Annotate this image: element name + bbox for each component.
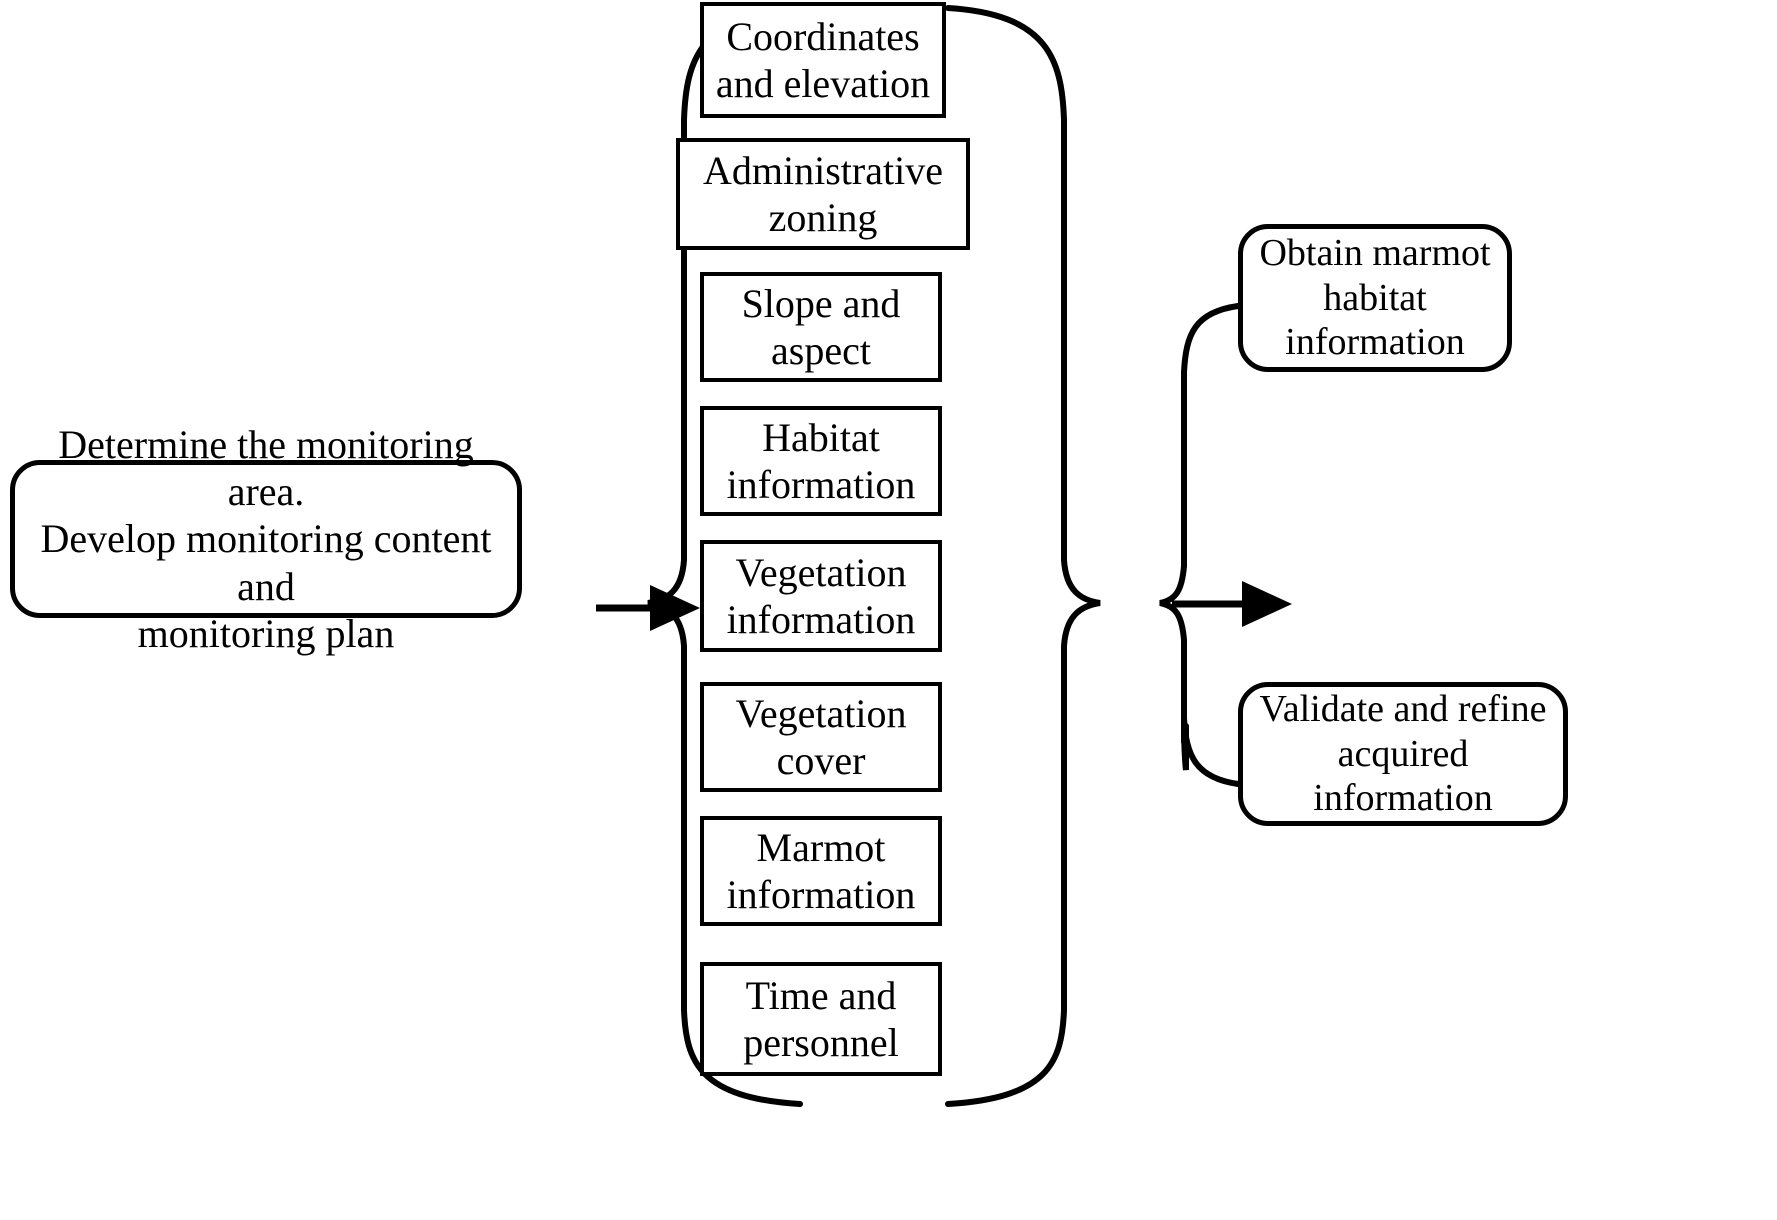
item-box-marmot-information[interactable]: Marmot information xyxy=(700,816,942,926)
item-box-vegetation-information[interactable]: Vegetation information xyxy=(700,540,942,652)
outcome-box-obtain-marmot-habitat-information[interactable]: Obtain marmot habitat information xyxy=(1238,224,1512,372)
outcome-box-validate-and-refine-acquired-information[interactable]: Validate and refine acquired information xyxy=(1238,682,1568,826)
outcome-brace-lower xyxy=(1181,637,1241,787)
right-brace xyxy=(945,5,1101,1107)
arrow-start-to-items xyxy=(596,585,700,631)
outcome-brace xyxy=(1159,303,1241,771)
start-box[interactable]: Determine the monitoring area. Develop m… xyxy=(10,422,522,656)
item-box-slope-and-aspect[interactable]: Slope and aspect xyxy=(700,272,942,382)
item-box-time-and-personnel[interactable]: Time and personnel xyxy=(700,962,942,1076)
item-box-habitat-information[interactable]: Habitat information xyxy=(700,406,942,516)
item-box-administrative-zoning[interactable]: Administrative zoning xyxy=(676,138,970,250)
arrow-items-to-outcomes xyxy=(1172,581,1292,627)
item-box-coordinates-and-elevation[interactable]: Coordinates and elevation xyxy=(700,2,946,118)
item-box-vegetation-cover[interactable]: Vegetation cover xyxy=(700,682,942,792)
